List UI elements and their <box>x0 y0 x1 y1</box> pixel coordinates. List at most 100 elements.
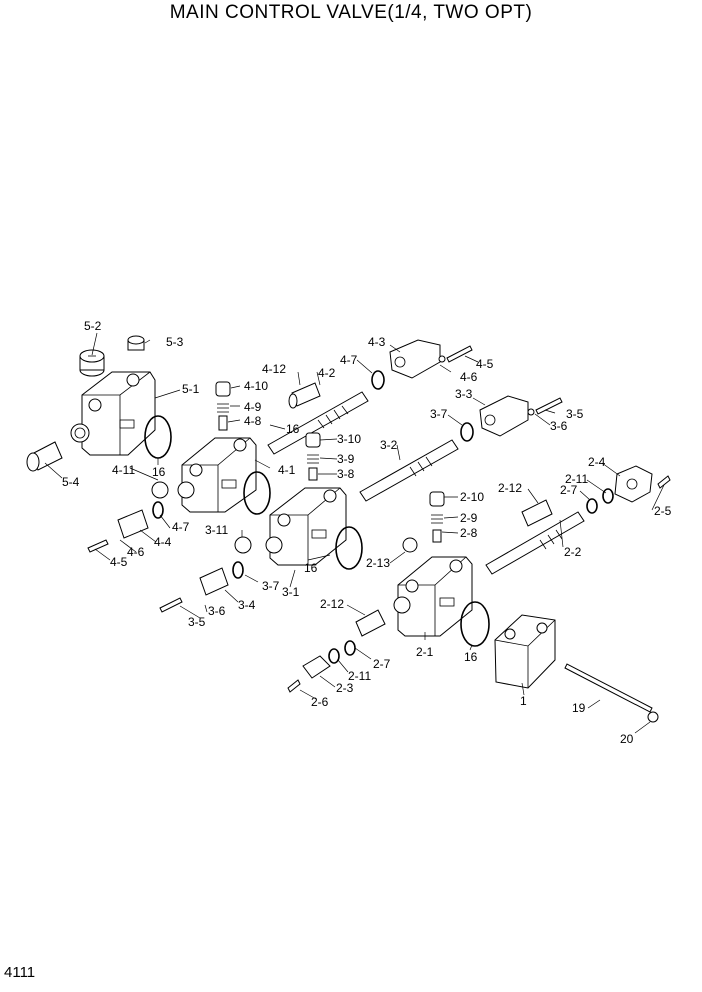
callout-3-10: 3-10 <box>337 432 361 446</box>
o-ring-2-11 <box>602 488 614 504</box>
callout-4-1: 4-1 <box>278 463 296 477</box>
piston-2-10-2-9-2-8 <box>429 491 445 543</box>
callout-2-2: 2-2 <box>564 545 582 559</box>
o-ring-3-7 <box>460 422 474 442</box>
callout-5-3: 5-3 <box>166 335 184 349</box>
callout-3-3: 3-3 <box>455 387 473 401</box>
callout-2-7: 2-7 <box>560 483 578 497</box>
o-ring-16-c <box>335 526 363 570</box>
callout-4-2: 4-2 <box>318 366 336 380</box>
callout-4-9: 4-9 <box>244 400 262 414</box>
callout-19: 19 <box>572 701 586 715</box>
plug-5-2 <box>79 349 105 377</box>
callout-4-7: 4-7 <box>340 353 358 367</box>
tie-rod-19 <box>564 663 653 713</box>
callout-2-4: 2-4 <box>588 455 606 469</box>
inlet-block-1 <box>494 614 556 689</box>
callout-3-7: 3-7 <box>430 407 448 421</box>
cover-2-4 <box>614 465 653 503</box>
callout-4-5: 4-5 <box>476 357 494 371</box>
callout-16-b: 16 <box>286 422 300 436</box>
o-ring-3-7-b <box>232 561 244 579</box>
callout-4-5-b: 4-5 <box>110 555 128 569</box>
bolt-2-5 <box>657 475 671 489</box>
callout-3-4: 3-4 <box>238 598 256 612</box>
washer-3-6 <box>527 408 535 416</box>
o-ring-16-d <box>460 601 490 647</box>
callout-2-9: 2-9 <box>460 511 478 525</box>
callout-4-11: 4-11 <box>112 463 135 477</box>
o-ring-2-7 <box>586 498 598 514</box>
plug-2-13 <box>402 537 418 553</box>
spool-2-2 <box>485 511 585 575</box>
leader-lines <box>44 332 665 734</box>
plug-4-11 <box>151 481 169 499</box>
cap-4-12 <box>288 382 321 409</box>
callout-2-11: 2-11 <box>565 472 588 486</box>
callout-2-8: 2-8 <box>460 526 478 540</box>
callout-3-6: 3-6 <box>550 419 568 433</box>
cap-2-12 <box>521 499 553 527</box>
relief-valve-5-4 <box>26 441 63 472</box>
section-4-valve-block <box>177 437 257 513</box>
callout-16-d: 16 <box>464 650 478 664</box>
spool-4-2 <box>267 391 369 455</box>
o-ring-16 <box>144 415 172 459</box>
callout-2-13: 2-13 <box>366 556 390 570</box>
bolt-3-5 <box>535 397 563 415</box>
o-ring-4-7 <box>371 370 385 390</box>
bolt-2-6 <box>287 679 301 693</box>
callout-3-5: 3-5 <box>566 407 584 421</box>
nut-20 <box>647 711 659 723</box>
callout-1: 1 <box>520 694 527 708</box>
section-5-end-block <box>70 371 156 456</box>
callout-4-6-b: 4-6 <box>127 545 145 559</box>
callout-2-7-b: 2-7 <box>373 657 391 671</box>
page-title: MAIN CONTROL VALVE(1/4, TWO OPT) <box>169 2 533 23</box>
callout-2-6: 2-6 <box>311 695 329 709</box>
callout-2-1: 2-1 <box>416 645 434 659</box>
callout-4-12: 4-12 <box>262 362 286 376</box>
callout-2-12: 2-12 <box>498 481 522 495</box>
cover-4-3 <box>389 339 441 379</box>
cap-2-12-b <box>355 609 386 637</box>
callout-3-1: 3-1 <box>282 585 300 599</box>
bolt-3-5-b <box>159 597 183 613</box>
section-2-valve-block <box>393 556 473 637</box>
callout-5-1: 5-1 <box>182 382 200 396</box>
callout-3-9: 3-9 <box>337 452 355 466</box>
piston-3-10-3-9-3-8 <box>305 432 321 481</box>
bolt-4-5-b <box>87 539 109 553</box>
callout-2-12-b: 2-12 <box>320 597 344 611</box>
callout-3-5-b: 3-5 <box>188 615 206 629</box>
callout-4-4: 4-4 <box>154 535 172 549</box>
cap-4-4 <box>117 509 149 539</box>
plug-3-11 <box>234 536 252 554</box>
callout-2-3: 2-3 <box>336 681 354 695</box>
section-3-valve-block <box>265 487 347 566</box>
callout-4-8: 4-8 <box>244 414 262 428</box>
cover-2-3 <box>302 655 331 679</box>
o-ring-4-7-b <box>152 501 164 519</box>
callout-4-10: 4-10 <box>244 379 268 393</box>
page-number: 4111 <box>4 964 36 981</box>
callout-4-6: 4-6 <box>460 370 478 384</box>
callout-16-c: 16 <box>304 561 318 575</box>
callout-3-6-b: 3-6 <box>208 604 226 618</box>
callout-3-7-b: 3-7 <box>262 579 280 593</box>
callout-2-5: 2-5 <box>654 504 672 518</box>
plug-5-3 <box>127 335 145 351</box>
o-ring-2-11-b <box>328 648 340 664</box>
spool-3-2 <box>359 439 459 502</box>
callout-4-7-b: 4-7 <box>172 520 190 534</box>
callout-16-a: 16 <box>152 465 166 479</box>
callout-2-11-b: 2-11 <box>348 669 371 683</box>
callout-3-2: 3-2 <box>380 438 398 452</box>
o-ring-16-b <box>243 471 271 515</box>
callout-5-2: 5-2 <box>84 319 102 333</box>
bolt-4-5 <box>446 345 473 363</box>
o-ring-2-7-b <box>344 640 356 656</box>
cover-3-3 <box>479 395 529 437</box>
callout-5-4: 5-4 <box>62 475 80 489</box>
